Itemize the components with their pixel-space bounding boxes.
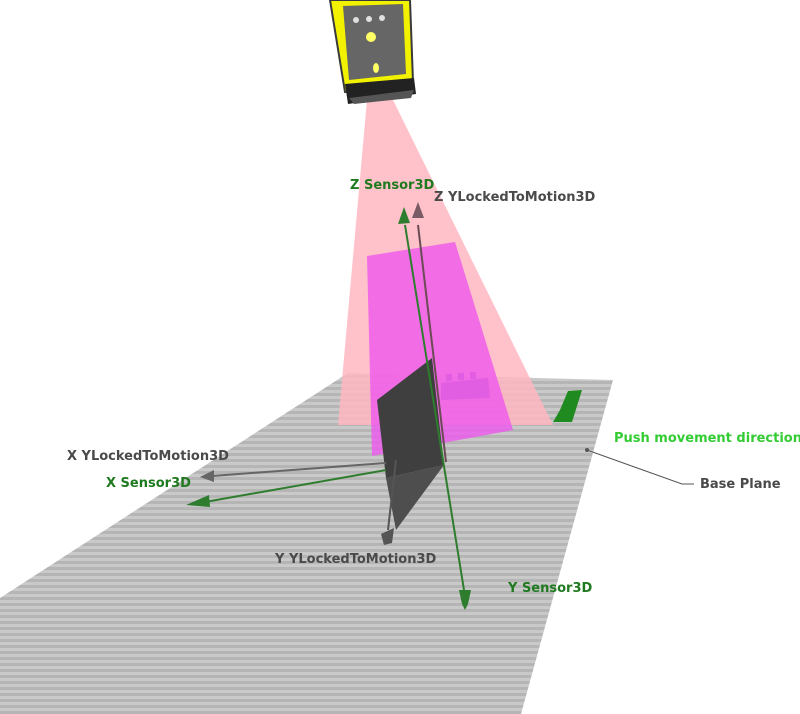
base-plane-label: Base Plane (700, 477, 781, 492)
x-axis-locked (200, 462, 387, 482)
z-axis-locked (412, 202, 447, 463)
z-axis-sensor (398, 207, 465, 591)
z-sensor3d-label: Z Sensor3D (350, 178, 435, 193)
x-locked-label: X YLockedToMotion3D (67, 449, 229, 464)
y-sensor3d-label: Y Sensor3D (508, 581, 593, 596)
dark-plate-bottom (386, 465, 444, 530)
sensor3d-device-icon (328, 0, 416, 104)
y-locked-label: Y YLockedToMotion3D (275, 552, 437, 567)
x-sensor3d-label: X Sensor3D (106, 476, 191, 491)
push-direction-arrow-icon (553, 390, 582, 422)
base-plane (0, 373, 613, 714)
push-direction-label: Push movement direction (614, 431, 800, 446)
dark-plate-top (377, 358, 444, 478)
y-axis-sensor-arrow (459, 590, 471, 610)
z-locked-label: Z YLockedToMotion3D (434, 190, 596, 205)
base-plane-leader (585, 448, 694, 485)
x-axis-sensor (186, 469, 387, 507)
y-axis-locked (381, 459, 397, 545)
